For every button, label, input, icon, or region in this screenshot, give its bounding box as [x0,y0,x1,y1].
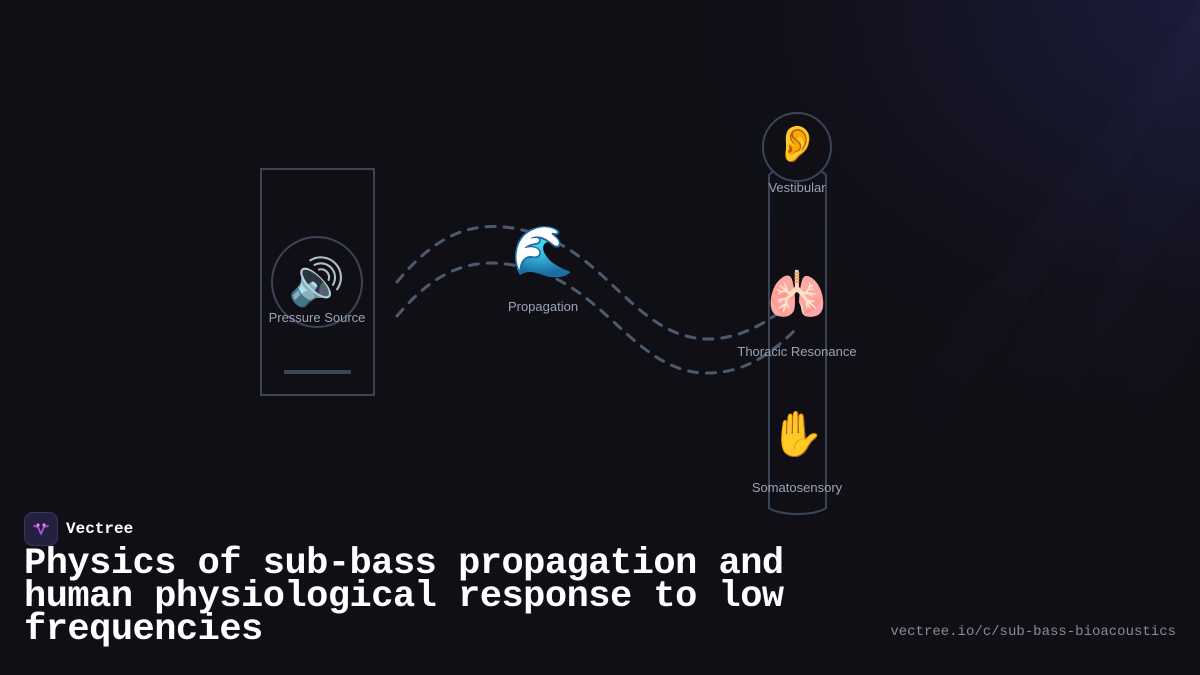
source-ring [271,236,363,328]
wave-path-upper [395,224,797,341]
source-panel [260,168,375,396]
lungs-icon: 🫁 [767,267,827,323]
wave-icon: 🌊 [512,223,574,281]
wave-path-lower [395,261,797,375]
hand-icon: ✋ [770,409,825,460]
vestibular-ring [762,112,832,182]
thoracic-label: Thoracic Resonance [737,344,856,359]
brand-name: Vectree [66,520,134,538]
vectree-logo-icon [24,512,58,546]
somatosensory-label: Somatosensory [752,480,843,495]
vestibular-label: Vestibular [768,180,826,195]
ear-icon: 👂 [775,123,820,165]
propagation-label: Propagation [508,299,578,314]
page-title: Physics of sub-bass propagation and huma… [24,543,784,651]
speaker-icon: 🔊 [288,254,345,310]
receptor-column [768,165,827,515]
source-label: Pressure Source [269,310,366,325]
source-url: vectree.io/c/sub-bass-bioacoustics [890,624,1176,640]
brand: Vectree [24,512,133,546]
